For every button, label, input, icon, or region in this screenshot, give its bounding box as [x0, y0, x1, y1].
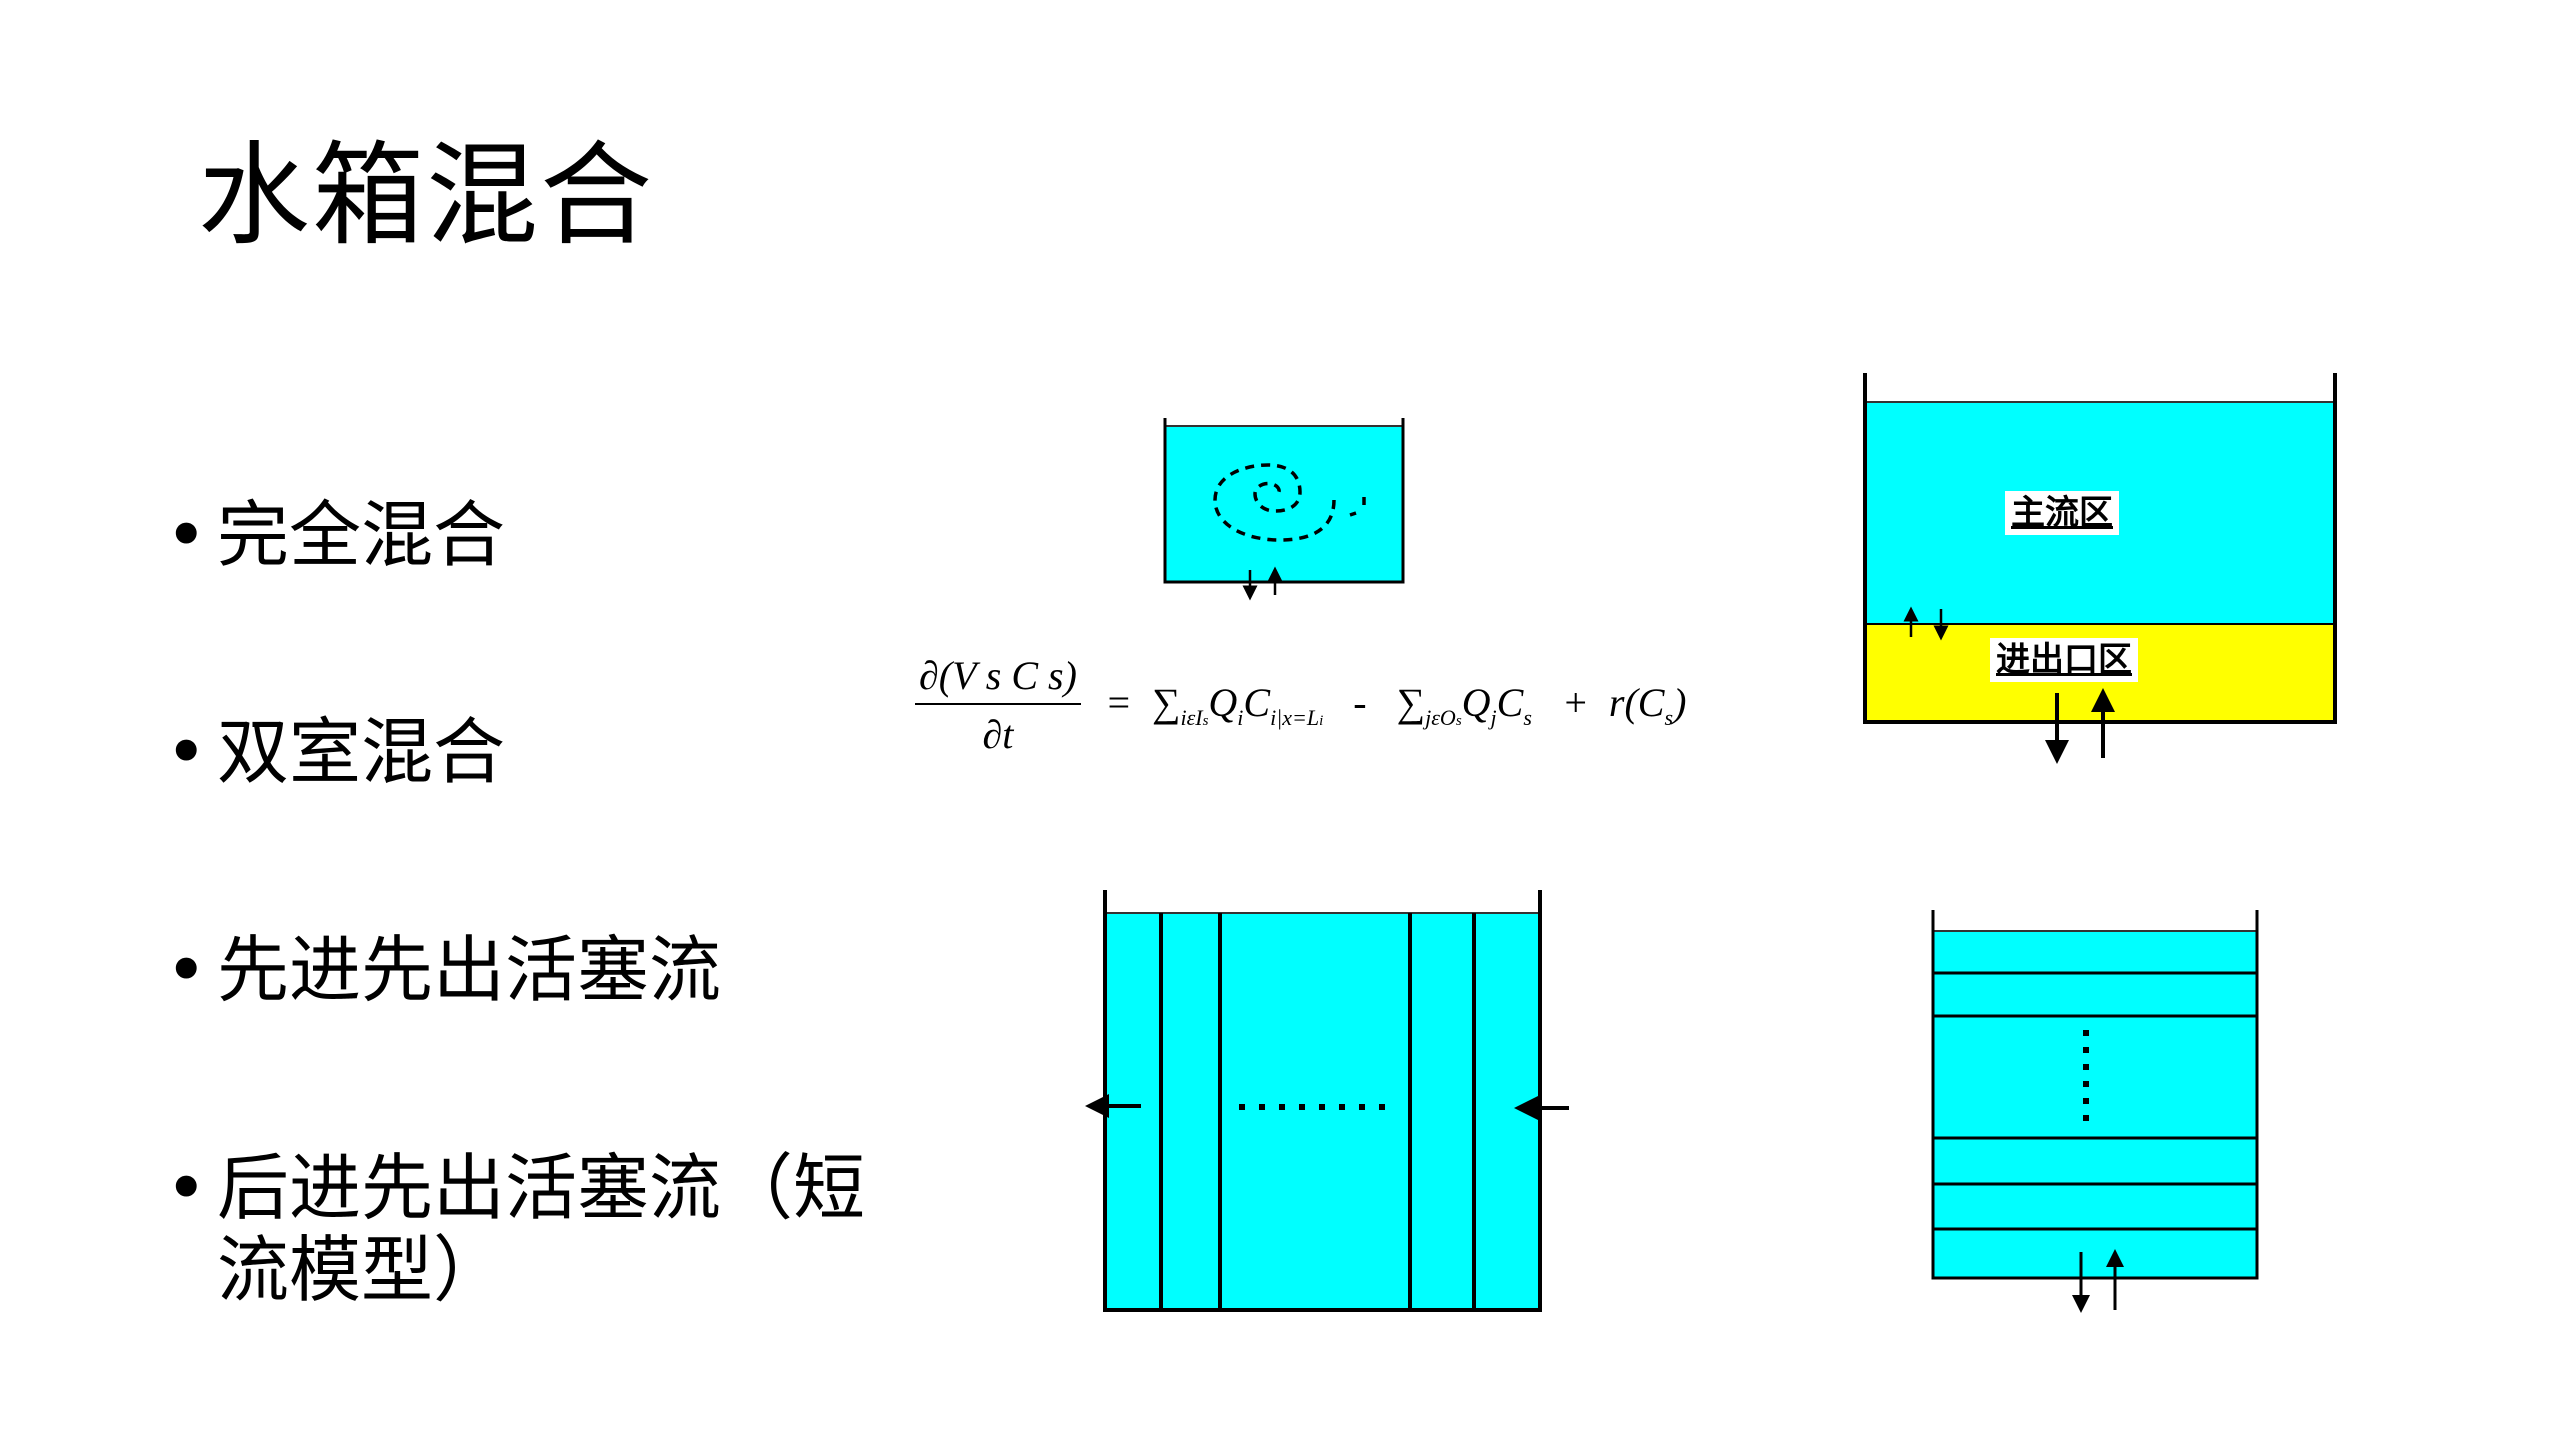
complete-mix-tank — [1163, 418, 1405, 601]
inlet-outlet-zone-label: 进出口区 — [1990, 638, 2138, 682]
q-subscript: i — [1237, 705, 1244, 730]
bullet-marker: • — [165, 710, 208, 794]
mass-balance-equation: ∂(V s C s) ∂t = ∑iεIsQiCi|x=Li - ∑jεOsQj… — [915, 652, 1686, 758]
q-term: Q — [1208, 680, 1238, 725]
bullet-text: 先进先出活塞流 — [217, 928, 722, 1012]
reaction-term: r(C — [1608, 680, 1665, 725]
sum-symbol: ∑ — [1396, 680, 1426, 725]
bullet-fifo-plug-flow: • 先进先出活塞流 — [165, 928, 721, 1012]
plus-sign: + — [1561, 680, 1589, 725]
bullet-text: 双室混合 — [217, 710, 506, 794]
q-subscript: j — [1490, 705, 1497, 730]
bullet-text-line2: 流模型） — [217, 1228, 506, 1312]
c-subsubscript: i — [1319, 713, 1324, 729]
sum-subsubscript: s — [1202, 713, 1209, 729]
bullet-text: 完全混合 — [217, 493, 506, 577]
bullet-marker: • — [165, 1146, 208, 1230]
c-term: C — [1496, 680, 1524, 725]
bullet-lifo-plug-flow: • 后进先出活塞流（短 流模型） — [165, 1146, 865, 1311]
minus-sign: - — [1353, 680, 1367, 725]
c-term: C — [1243, 680, 1271, 725]
c-subscript: s — [1523, 705, 1532, 730]
bullet-complete-mix: • 完全混合 — [165, 493, 505, 577]
reaction-close: ) — [1673, 680, 1687, 725]
equation-denominator: ∂t — [982, 712, 1014, 757]
lifo-plug-flow-tank — [1931, 910, 2259, 1313]
bullet-marker: • — [165, 928, 208, 1012]
slide-title: 水箱混合 — [198, 131, 654, 261]
fifo-plug-flow-tank — [1085, 890, 1569, 1312]
c-subscript: i|x=L — [1270, 705, 1320, 730]
bullet-text-line1: 后进先出活塞流（短 — [217, 1146, 866, 1230]
sum-subscript: iεI — [1180, 705, 1203, 730]
bullet-marker: • — [165, 493, 208, 577]
two-chamber-tank — [1863, 373, 2337, 764]
equation-fraction: ∂(V s C s) ∂t — [915, 652, 1081, 758]
sum-subscript: jεO — [1425, 705, 1456, 730]
equation-numerator: ∂(V s C s) — [915, 652, 1081, 705]
swirl-icon — [1213, 463, 1366, 542]
bullet-two-chamber: • 双室混合 — [165, 710, 505, 794]
equation-rhs: = ∑iεIsQiCi|x=Li - ∑jεOsQjCs + r(Cs) — [1105, 679, 1686, 731]
q-term: Q — [1461, 680, 1491, 725]
reaction-subscript: s — [1664, 705, 1674, 730]
sum-subsubscript: s — [1455, 713, 1462, 729]
main-flow-zone-label: 主流区 — [2005, 491, 2119, 535]
equals-sign: = — [1104, 680, 1132, 725]
sum-symbol: ∑ — [1151, 680, 1181, 725]
